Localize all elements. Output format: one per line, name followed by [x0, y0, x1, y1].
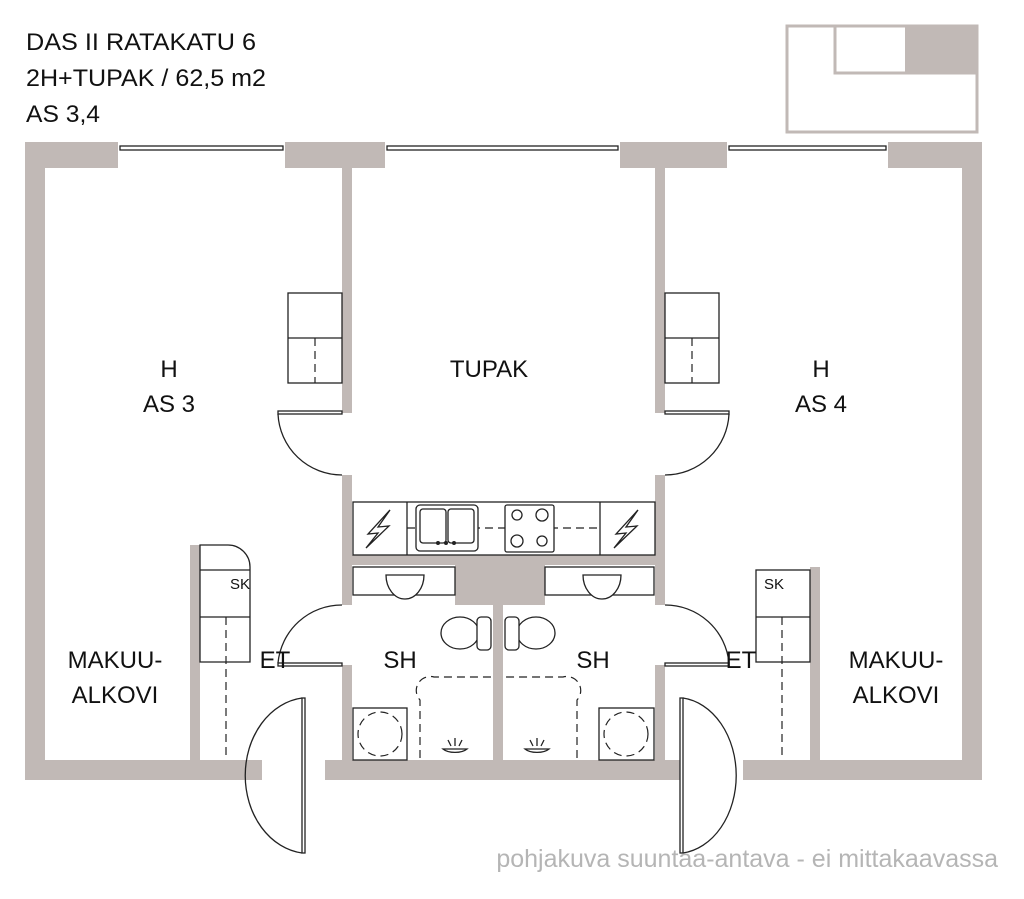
- electric-icon: [365, 509, 391, 549]
- walls: [25, 142, 982, 780]
- right-bath-label: SH: [576, 647, 609, 674]
- room-right-bedroom-unit: AS 4: [795, 391, 847, 418]
- left-hall-label: ET: [260, 647, 291, 674]
- disclaimer-note: pohjakuva suuntaa-antava - ei mittakaava…: [496, 845, 998, 873]
- bathroom-fixtures: [352, 566, 655, 761]
- room-right-bedroom-name: H: [812, 356, 829, 383]
- room-labels: H AS 3 TUPAK H AS 4 MAKUU- ALKOVI MAKUU-…: [68, 356, 944, 709]
- right-alcove-line1: MAKUU-: [849, 647, 944, 674]
- left-bath-label: SH: [383, 647, 416, 674]
- kitchenette: [352, 501, 656, 556]
- apartment-numbers: AS 3,4: [26, 101, 100, 128]
- left-closet-label: SK: [230, 576, 250, 593]
- right-hall-label: ET: [726, 647, 757, 674]
- room-left-bedroom-unit: AS 3: [143, 391, 195, 418]
- left-wardrobe: [199, 544, 251, 760]
- windows: [118, 142, 888, 168]
- room-left-bedroom-name: H: [160, 356, 177, 383]
- right-wardrobe: [755, 569, 811, 760]
- right-alcove-line2: ALKOVI: [853, 682, 940, 709]
- doors: [244, 410, 737, 854]
- apartment-type: 2H+TUPAK / 62,5 m2: [26, 65, 266, 92]
- room-living-name: TUPAK: [450, 356, 528, 383]
- building-title: DAS II RATAKATU 6: [26, 29, 256, 56]
- left-alcove-line1: MAKUU-: [68, 647, 163, 674]
- bedroom-cabinets: [287, 292, 720, 384]
- key-plan: [785, 24, 979, 134]
- left-alcove-line2: ALKOVI: [72, 682, 159, 709]
- right-closet-label: SK: [764, 576, 784, 593]
- electric-icon: [613, 509, 639, 549]
